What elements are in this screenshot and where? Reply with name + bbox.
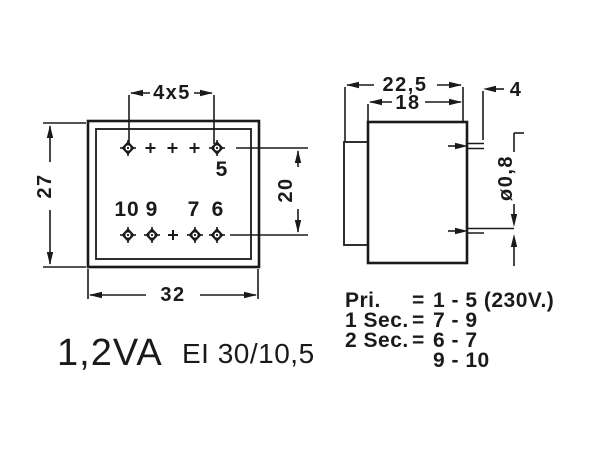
pin-10 [119,226,137,244]
dimension-row-spacing: 20 [230,147,308,236]
equals-sign: = [412,289,425,312]
connection-row: 9 - 10 [433,349,490,372]
connection-row: 1 Sec. = 7 - 9 [345,309,478,332]
front-view-top-pin-row: 5 [119,139,229,181]
arrowhead-down [510,214,518,227]
winding-label: Pri. [345,289,381,312]
pin-9 [143,226,161,244]
equals-sign: = [412,309,425,332]
front-view: 5 10 9 7 6 4x5 [34,82,308,306]
arrowhead-up [46,125,54,138]
dimension-pin-diameter: ø0,8 [495,132,524,266]
pin-6-label: 6 [212,198,225,221]
pin-5-label: 5 [216,158,229,181]
pin-spacing-value: 4x5 [153,82,191,104]
pin-offset-value: 4 [510,79,523,101]
front-view-inner-case [95,128,252,260]
unused-hole [166,142,179,154]
pin-pair: 7 - 9 [433,309,478,332]
dimension-height: 27 [34,122,86,268]
unused-hole [188,142,201,154]
side-view-body [366,120,469,265]
power-rating: 1,2VA [57,332,163,374]
height-value: 27 [34,173,56,198]
front-view-bottom-pin-row: 10 9 7 6 [114,198,226,244]
side-view-lower-pin [448,227,514,235]
body-depth-value: 18 [395,92,420,114]
row-spacing-value: 20 [275,177,297,202]
unused-hole [144,142,157,154]
total-depth-value: 22,5 [383,74,428,96]
dimension-total-depth: 22,5 [344,74,464,141]
side-view-upper-pin [448,142,484,150]
dimension-pin-spacing: 4x5 [128,82,215,144]
arrowhead-up [294,150,302,163]
pin-diameter-value: ø0,8 [495,155,517,201]
arrowhead-right [244,291,257,299]
winding-label: 2 Sec. [345,329,409,352]
arrowhead-right [455,227,468,235]
unused-hole [167,229,179,241]
arrowhead-right [449,81,462,89]
arrowhead-up [510,234,518,247]
arrowhead-left [483,85,496,93]
pin-1 [119,139,137,157]
pin-pair: 9 - 10 [433,349,490,372]
pin-5 [208,139,226,157]
dimension-pin-offset: 4 [482,79,523,140]
arrowhead-left [369,98,382,106]
width-value: 32 [160,284,185,306]
pin-pair: 1 - 5 (230V.) [433,289,554,312]
equals-sign: = [412,329,425,352]
arrowhead-right [200,89,213,97]
side-view: 22,5 18 4 ø0,8 [343,74,524,266]
arrowhead-left [346,81,359,89]
pin-9-label: 9 [146,198,159,221]
arrowhead-left [130,89,143,97]
arrowhead-down [294,220,302,233]
connection-table: Pri. = 1 - 5 (230V.) 1 Sec. = 7 - 9 2 Se… [345,289,554,372]
side-view-flange [343,141,369,246]
connection-row: Pri. = 1 - 5 (230V.) [345,289,554,312]
arrowhead-right [449,98,462,106]
winding-label: 1 Sec. [345,309,409,332]
arrowhead-left [89,291,102,299]
dimension-width: 32 [87,269,259,306]
arrowhead-right [455,142,468,150]
dimension-body-depth: 18 [367,92,462,121]
arrowhead-down [46,252,54,265]
pin-7-label: 7 [188,198,201,221]
pin-pair: 6 - 7 [433,329,478,352]
pin-7 [186,226,204,244]
pin-10-label: 10 [114,198,139,221]
front-view-outer-case [86,119,261,269]
connection-row: 2 Sec. = 6 - 7 [345,329,478,352]
pin-6 [208,226,226,244]
footer-title: 1,2VA EI 30/10,5 [57,332,315,374]
core-type: EI 30/10,5 [182,338,315,369]
